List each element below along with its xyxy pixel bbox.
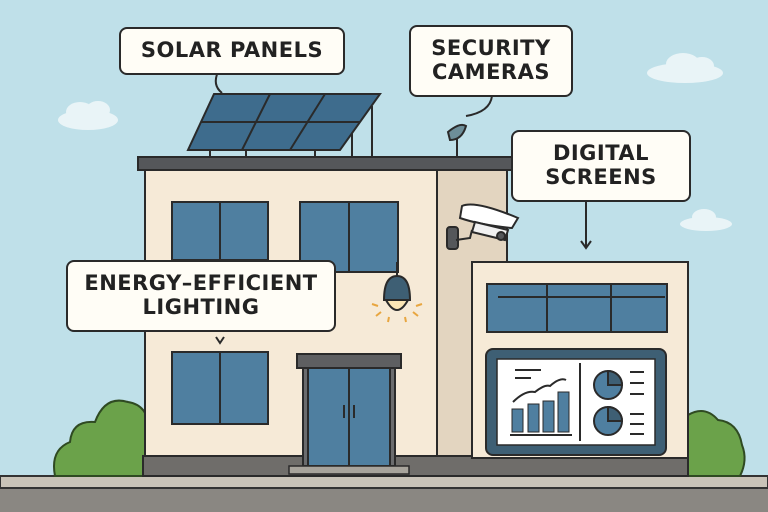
security-cameras-line1: SECURITY (431, 36, 551, 61)
rooftop-camera-icon (446, 123, 468, 157)
lighting-line2: LIGHTING (142, 295, 260, 319)
security-cameras-label: SECURITY CAMERAS (409, 25, 573, 97)
energy-efficient-lighting-label: ENERGY–EFFICIENT LIGHTING (66, 260, 336, 332)
digital-screen (485, 348, 667, 456)
entrance-door (288, 353, 410, 475)
solar-panels-text: SOLAR PANELS (140, 38, 324, 63)
digital-screens-line2: SCREENS (545, 165, 657, 189)
cloud-icon (58, 53, 732, 231)
solar-panels-label: SOLAR PANELS (119, 27, 345, 75)
window (171, 201, 399, 425)
lighting-line1: ENERGY–EFFICIENT (84, 271, 318, 296)
bush-left (53, 399, 151, 477)
security-cameras-line2: CAMERAS (432, 60, 550, 84)
energy-efficient-lamp-icon (371, 262, 423, 323)
bush-right (687, 410, 746, 477)
window (486, 283, 668, 333)
digital-screens-label: DIGITAL SCREENS (511, 130, 691, 202)
solar-panel-icon (186, 93, 382, 158)
security-camera-icon (446, 203, 520, 250)
digital-screens-line1: DIGITAL (552, 141, 650, 166)
